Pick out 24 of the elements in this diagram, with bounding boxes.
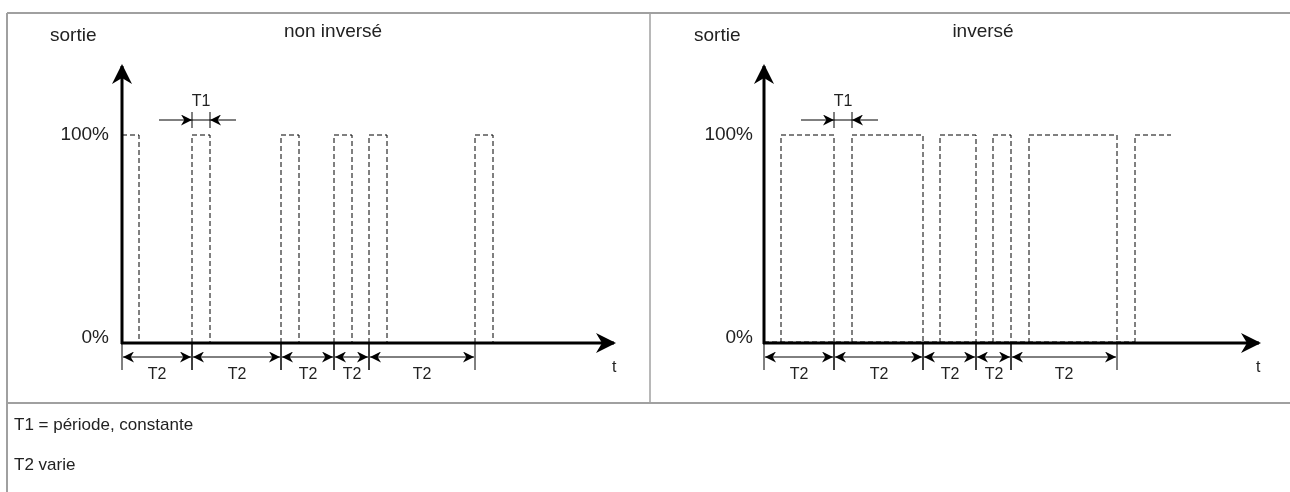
dimension-label: T1 [191, 92, 211, 111]
panel-title: non inversé [283, 20, 383, 42]
dimension-label: T2 [412, 365, 432, 384]
tick-label: 0% [725, 326, 753, 348]
tick-label: 0% [81, 326, 109, 348]
dimension-label: T2 [342, 365, 362, 384]
dimension-label: T2 [147, 365, 167, 384]
tick-label: 100% [704, 123, 753, 145]
axis-label: t [612, 358, 617, 377]
axis-label: sortie [694, 24, 741, 46]
dimension-label: T2 [298, 365, 318, 384]
dimension-label: T2 [940, 365, 960, 384]
dimension-label: T2 [869, 365, 889, 384]
dimension-label: T2 [984, 365, 1004, 384]
dimension-label: T1 [833, 92, 853, 111]
note-text: T1 = période, constante [14, 415, 194, 435]
dimension-label: T2 [227, 365, 247, 384]
dimension-label: T2 [789, 365, 809, 384]
dimension-label: T2 [1054, 365, 1074, 384]
axis-label: sortie [50, 24, 97, 46]
panel-title: inversé [952, 20, 1014, 42]
note-text: T2 varie [14, 455, 76, 475]
tick-label: 100% [60, 123, 109, 145]
axis-label: t [1256, 358, 1261, 377]
